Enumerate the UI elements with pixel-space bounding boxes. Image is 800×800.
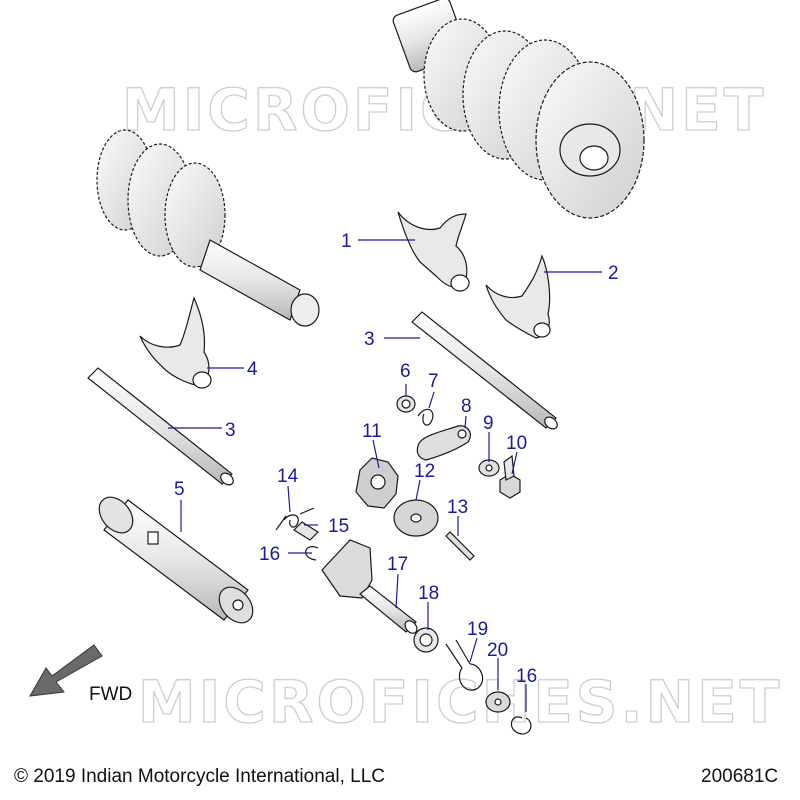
fork-rod-left xyxy=(87,367,234,486)
part-18-seal xyxy=(413,627,439,653)
gear-cluster-left xyxy=(96,129,320,327)
watermark-bottom: MICROFICHES.NET xyxy=(138,668,782,736)
fwd-arrow-icon xyxy=(29,644,103,697)
shift-drum xyxy=(98,496,254,624)
leader-lines xyxy=(168,239,602,712)
callout-9: 9 xyxy=(483,413,494,434)
shift-fork-4 xyxy=(139,296,212,389)
callout-2: 2 xyxy=(608,263,619,284)
part-7-spring xyxy=(417,408,434,426)
callout-4: 4 xyxy=(247,359,258,380)
callout-16-lower: 16 xyxy=(516,666,537,687)
callout-5: 5 xyxy=(174,479,185,500)
part-20-washer xyxy=(485,691,511,713)
callout-11: 11 xyxy=(362,421,382,442)
callout-3-lower: 3 xyxy=(225,420,236,441)
callout-numbers: 1 2 3 3 4 5 6 7 8 9 10 11 12 13 14 15 16… xyxy=(174,231,619,687)
callout-6: 6 xyxy=(400,361,411,382)
callout-19: 19 xyxy=(467,619,488,640)
callout-17: 17 xyxy=(387,554,408,575)
callout-20: 20 xyxy=(487,640,508,661)
copyright-notice: © 2019 Indian Motorcycle International, … xyxy=(14,766,385,787)
part-12-plate xyxy=(393,499,439,537)
part-15-pin xyxy=(293,521,319,541)
callout-1: 1 xyxy=(341,231,352,252)
callout-3-upper: 3 xyxy=(364,329,375,350)
callout-13: 13 xyxy=(447,497,468,518)
part-16-clip-upper xyxy=(305,546,319,561)
part-10-bolt xyxy=(499,454,521,499)
part-9-washer xyxy=(478,459,500,477)
callout-15: 15 xyxy=(328,516,349,537)
callout-7: 7 xyxy=(428,371,439,392)
callout-14: 14 xyxy=(277,466,299,487)
fwd-label: FWD xyxy=(89,684,133,705)
part-19-return-spring xyxy=(445,639,484,691)
part-8-lever xyxy=(416,425,471,461)
gear-cluster-right xyxy=(392,0,645,219)
callout-8: 8 xyxy=(461,396,472,417)
callout-16-upper: 16 xyxy=(259,544,280,565)
callout-12: 12 xyxy=(414,461,435,482)
part-17-shift-shaft xyxy=(321,539,418,634)
part-6-bushing xyxy=(396,395,416,413)
part-14-spring xyxy=(275,507,315,531)
callout-18: 18 xyxy=(418,583,439,604)
shift-fork-1 xyxy=(397,211,470,292)
part-11-star-cam xyxy=(355,457,399,509)
shift-fork-2 xyxy=(485,254,551,339)
part-16-clip-lower xyxy=(510,716,532,735)
fork-rod-right xyxy=(411,311,558,430)
figure-id: 200681C xyxy=(701,766,779,787)
callout-10: 10 xyxy=(506,433,527,454)
part-13-pin xyxy=(445,531,475,561)
